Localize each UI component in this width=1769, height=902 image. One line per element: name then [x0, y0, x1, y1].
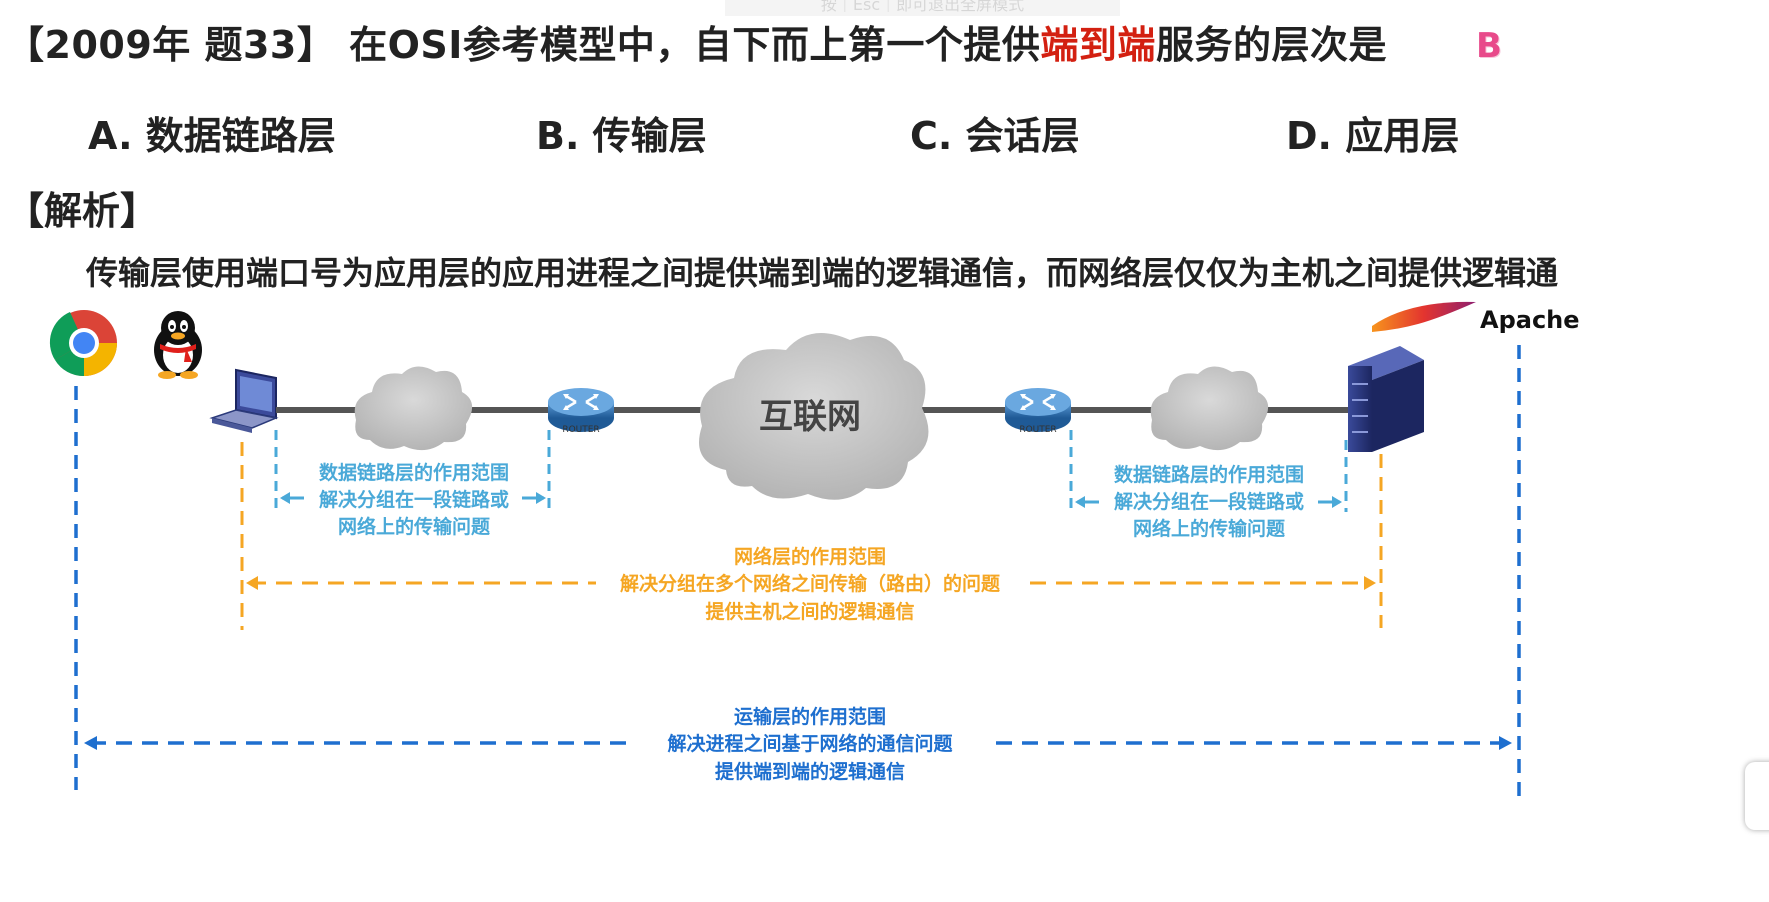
- transport-line-1: 运输层的作用范围: [734, 705, 886, 728]
- datalink-left-line-2: 解决分组在一段链路或: [319, 488, 509, 511]
- network-arrow: [246, 576, 1376, 590]
- cloud-icon: [1150, 366, 1269, 451]
- qq-penguin-icon: [154, 311, 202, 379]
- network-line-1: 网络层的作用范围: [734, 545, 886, 568]
- datalink-right-line-2: 解决分组在一段链路或: [1114, 490, 1304, 513]
- option-b: B. 传输层: [536, 114, 707, 158]
- datalink-left-line-3: 网络上的传输问题: [338, 515, 490, 538]
- question-prefix: 【2009年 题33】 在OSI参考模型中，自下而上第一个提供: [6, 23, 1041, 67]
- transport-line-2: 解决进程之间基于网络的通信问题: [667, 732, 952, 755]
- analysis-title: 【解析】: [6, 189, 159, 233]
- datalink-right-line-3: 网络上的传输问题: [1133, 517, 1285, 540]
- network-line-2: 解决分组在多个网络之间传输（路由）的问题: [620, 572, 1000, 595]
- internet-label: 互联网: [759, 397, 861, 437]
- internet-cloud-icon: [699, 332, 929, 500]
- question-suffix: 服务的层次是: [1155, 23, 1387, 67]
- datalink-left-line-1: 数据链路层的作用范围: [319, 461, 509, 484]
- option-c: C. 会话层: [910, 114, 1080, 158]
- laptop-icon: [209, 368, 279, 433]
- router-icon: [1005, 388, 1071, 432]
- network-line-3: 提供主机之间的逻辑通信: [705, 600, 914, 623]
- transport-arrow: [84, 736, 1512, 750]
- question-text: 【2009年 题33】 在OSI参考模型中，自下而上第一个提供端到端服务的层次是: [6, 14, 1387, 69]
- cloud-icon: [354, 366, 473, 451]
- side-scroll-handle[interactable]: [1745, 762, 1769, 830]
- router-label-right: ROUTER: [1019, 425, 1056, 435]
- analysis-text: 传输层使用端口号为应用层的应用进程之间提供端到端的逻辑通信，而网络层仅仅为主机之…: [86, 254, 1559, 292]
- router-icon: [548, 388, 614, 432]
- router-label-left: ROUTER: [562, 425, 599, 435]
- question-highlight: 端到端: [1040, 23, 1156, 67]
- answer-badge: B: [1474, 28, 1504, 64]
- chrome-icon: [49, 310, 117, 377]
- fullscreen-exit-hint: 按｜Esc｜即可退出全屏模式: [725, 0, 1120, 16]
- apache-label: Apache: [1480, 306, 1580, 334]
- transport-line-3: 提供端到端的逻辑通信: [715, 760, 905, 783]
- datalink-arrow-right: [1075, 496, 1342, 508]
- datalink-arrow-left: [280, 492, 546, 504]
- option-a: A. 数据链路层: [88, 114, 336, 158]
- server-icon: [1348, 346, 1424, 452]
- apache-feather-icon: [1372, 301, 1476, 332]
- datalink-right-line-1: 数据链路层的作用范围: [1114, 463, 1304, 486]
- option-d: D. 应用层: [1286, 114, 1460, 158]
